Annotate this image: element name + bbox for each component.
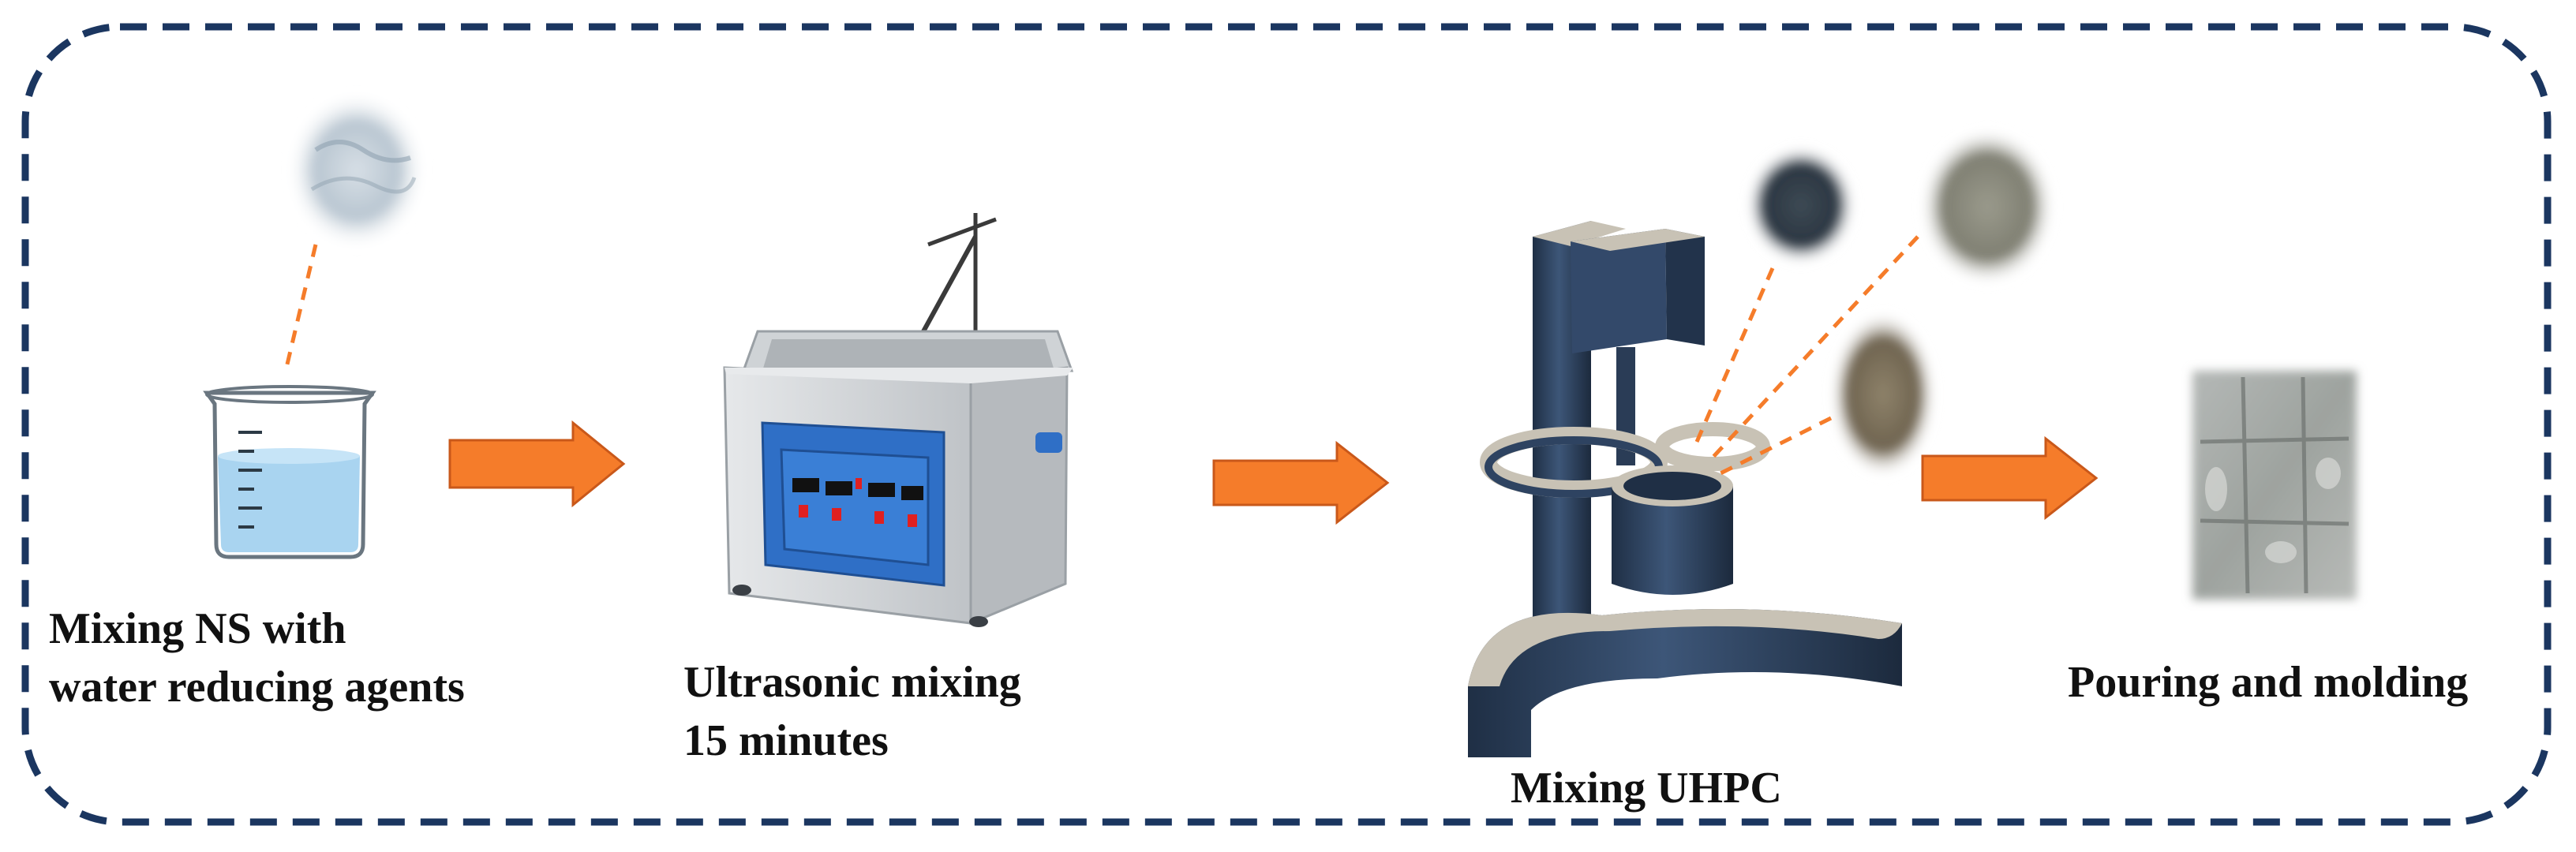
- caption-mixing-ns: Mixing NS with water reducing agents: [49, 600, 465, 716]
- beaker-icon: [203, 385, 376, 559]
- arrow-right-icon: [1212, 440, 1390, 525]
- caption-ultrasonic-mixing: Ultrasonic mixing 15 minutes: [683, 653, 1021, 770]
- silica-fume-powder-icon: [1919, 128, 2055, 286]
- ns-powder-icon: [287, 92, 426, 249]
- cement-powder-icon: [1746, 145, 1856, 265]
- caption-line: water reducing agents: [49, 663, 465, 712]
- sand-powder-icon: [1829, 311, 1937, 478]
- arrow-right-icon: [448, 420, 626, 508]
- leader-lines-uhpc: [1694, 235, 1919, 477]
- caption-pouring-molding: Pouring and molding: [2068, 653, 2468, 712]
- leader-line-ns: [283, 244, 318, 372]
- caption-line: 15 minutes: [683, 716, 889, 765]
- arrow-right-icon: [1921, 435, 2099, 521]
- caption-line: Mixing NS with: [49, 604, 346, 653]
- molded-sample-icon: [2192, 371, 2357, 600]
- mixer-icon: [1468, 221, 1902, 757]
- caption-mixing-uhpc: Mixing UHPC: [1511, 759, 1782, 817]
- caption-line: Mixing UHPC: [1511, 764, 1782, 813]
- caption-line: Pouring and molding: [2068, 658, 2469, 707]
- dashed-border: [21, 23, 2552, 826]
- ultrasonic-bath-icon: [723, 213, 1074, 627]
- caption-line: Ultrasonic mixing: [683, 658, 1021, 707]
